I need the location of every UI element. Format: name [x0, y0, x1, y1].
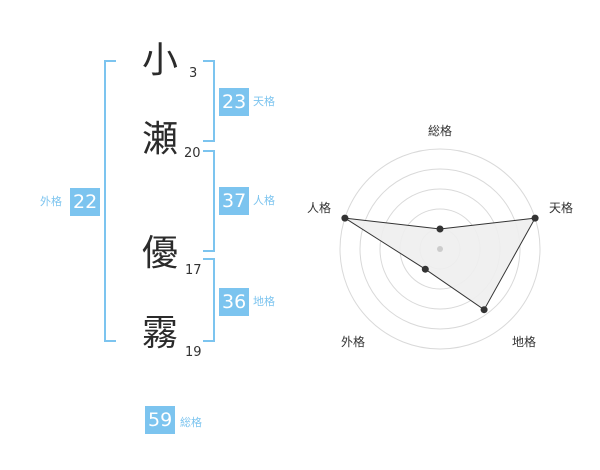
radar-label-tenkaku: 天格	[549, 200, 573, 215]
jinkaku-label: 人格	[253, 194, 275, 207]
tenkaku-value-badge: 23	[219, 88, 250, 116]
gaikaku-label: 外格	[40, 195, 62, 208]
name-char-4: 霧	[142, 313, 179, 354]
jinkaku-value-badge: 37	[219, 187, 250, 215]
radar-point	[531, 214, 539, 222]
name-char-1: 小	[142, 40, 179, 81]
chikaku-bracket	[203, 258, 215, 342]
gaikaku-bracket	[104, 60, 116, 342]
name-char-2: 瀬	[142, 119, 179, 160]
gaikaku-value-badge: 22	[70, 188, 101, 216]
soukaku-label: 総格	[180, 416, 202, 429]
tenkaku-bracket	[203, 60, 215, 142]
radar-center-dot	[437, 246, 443, 252]
name-char-1-strokes: 3	[189, 66, 198, 81]
radar-points	[341, 214, 539, 314]
name-char-3: 優	[142, 233, 179, 274]
radar-ring	[359, 168, 521, 330]
name-char-4-strokes: 19	[185, 345, 202, 360]
name-char-3-strokes: 17	[185, 263, 202, 278]
tenkaku-label: 天格	[253, 95, 275, 108]
radar-label-jinkaku: 人格	[307, 200, 331, 215]
radar-point	[436, 225, 444, 233]
chikaku-value-badge: 36	[219, 288, 250, 316]
radar-ring	[339, 148, 541, 350]
radar-label-soukaku: 総格	[428, 123, 452, 138]
radar-point	[341, 214, 349, 222]
radar-point	[480, 306, 488, 314]
jinkaku-bracket	[203, 150, 215, 252]
soukaku-value-badge: 59	[145, 406, 176, 434]
chikaku-label: 地格	[253, 295, 275, 308]
radar-label-gaikaku: 外格	[341, 334, 365, 349]
name-char-2-strokes: 20	[184, 146, 201, 161]
radar-point	[421, 265, 429, 273]
radar-area	[344, 217, 537, 311]
radar-label-chikaku: 地格	[512, 334, 536, 349]
